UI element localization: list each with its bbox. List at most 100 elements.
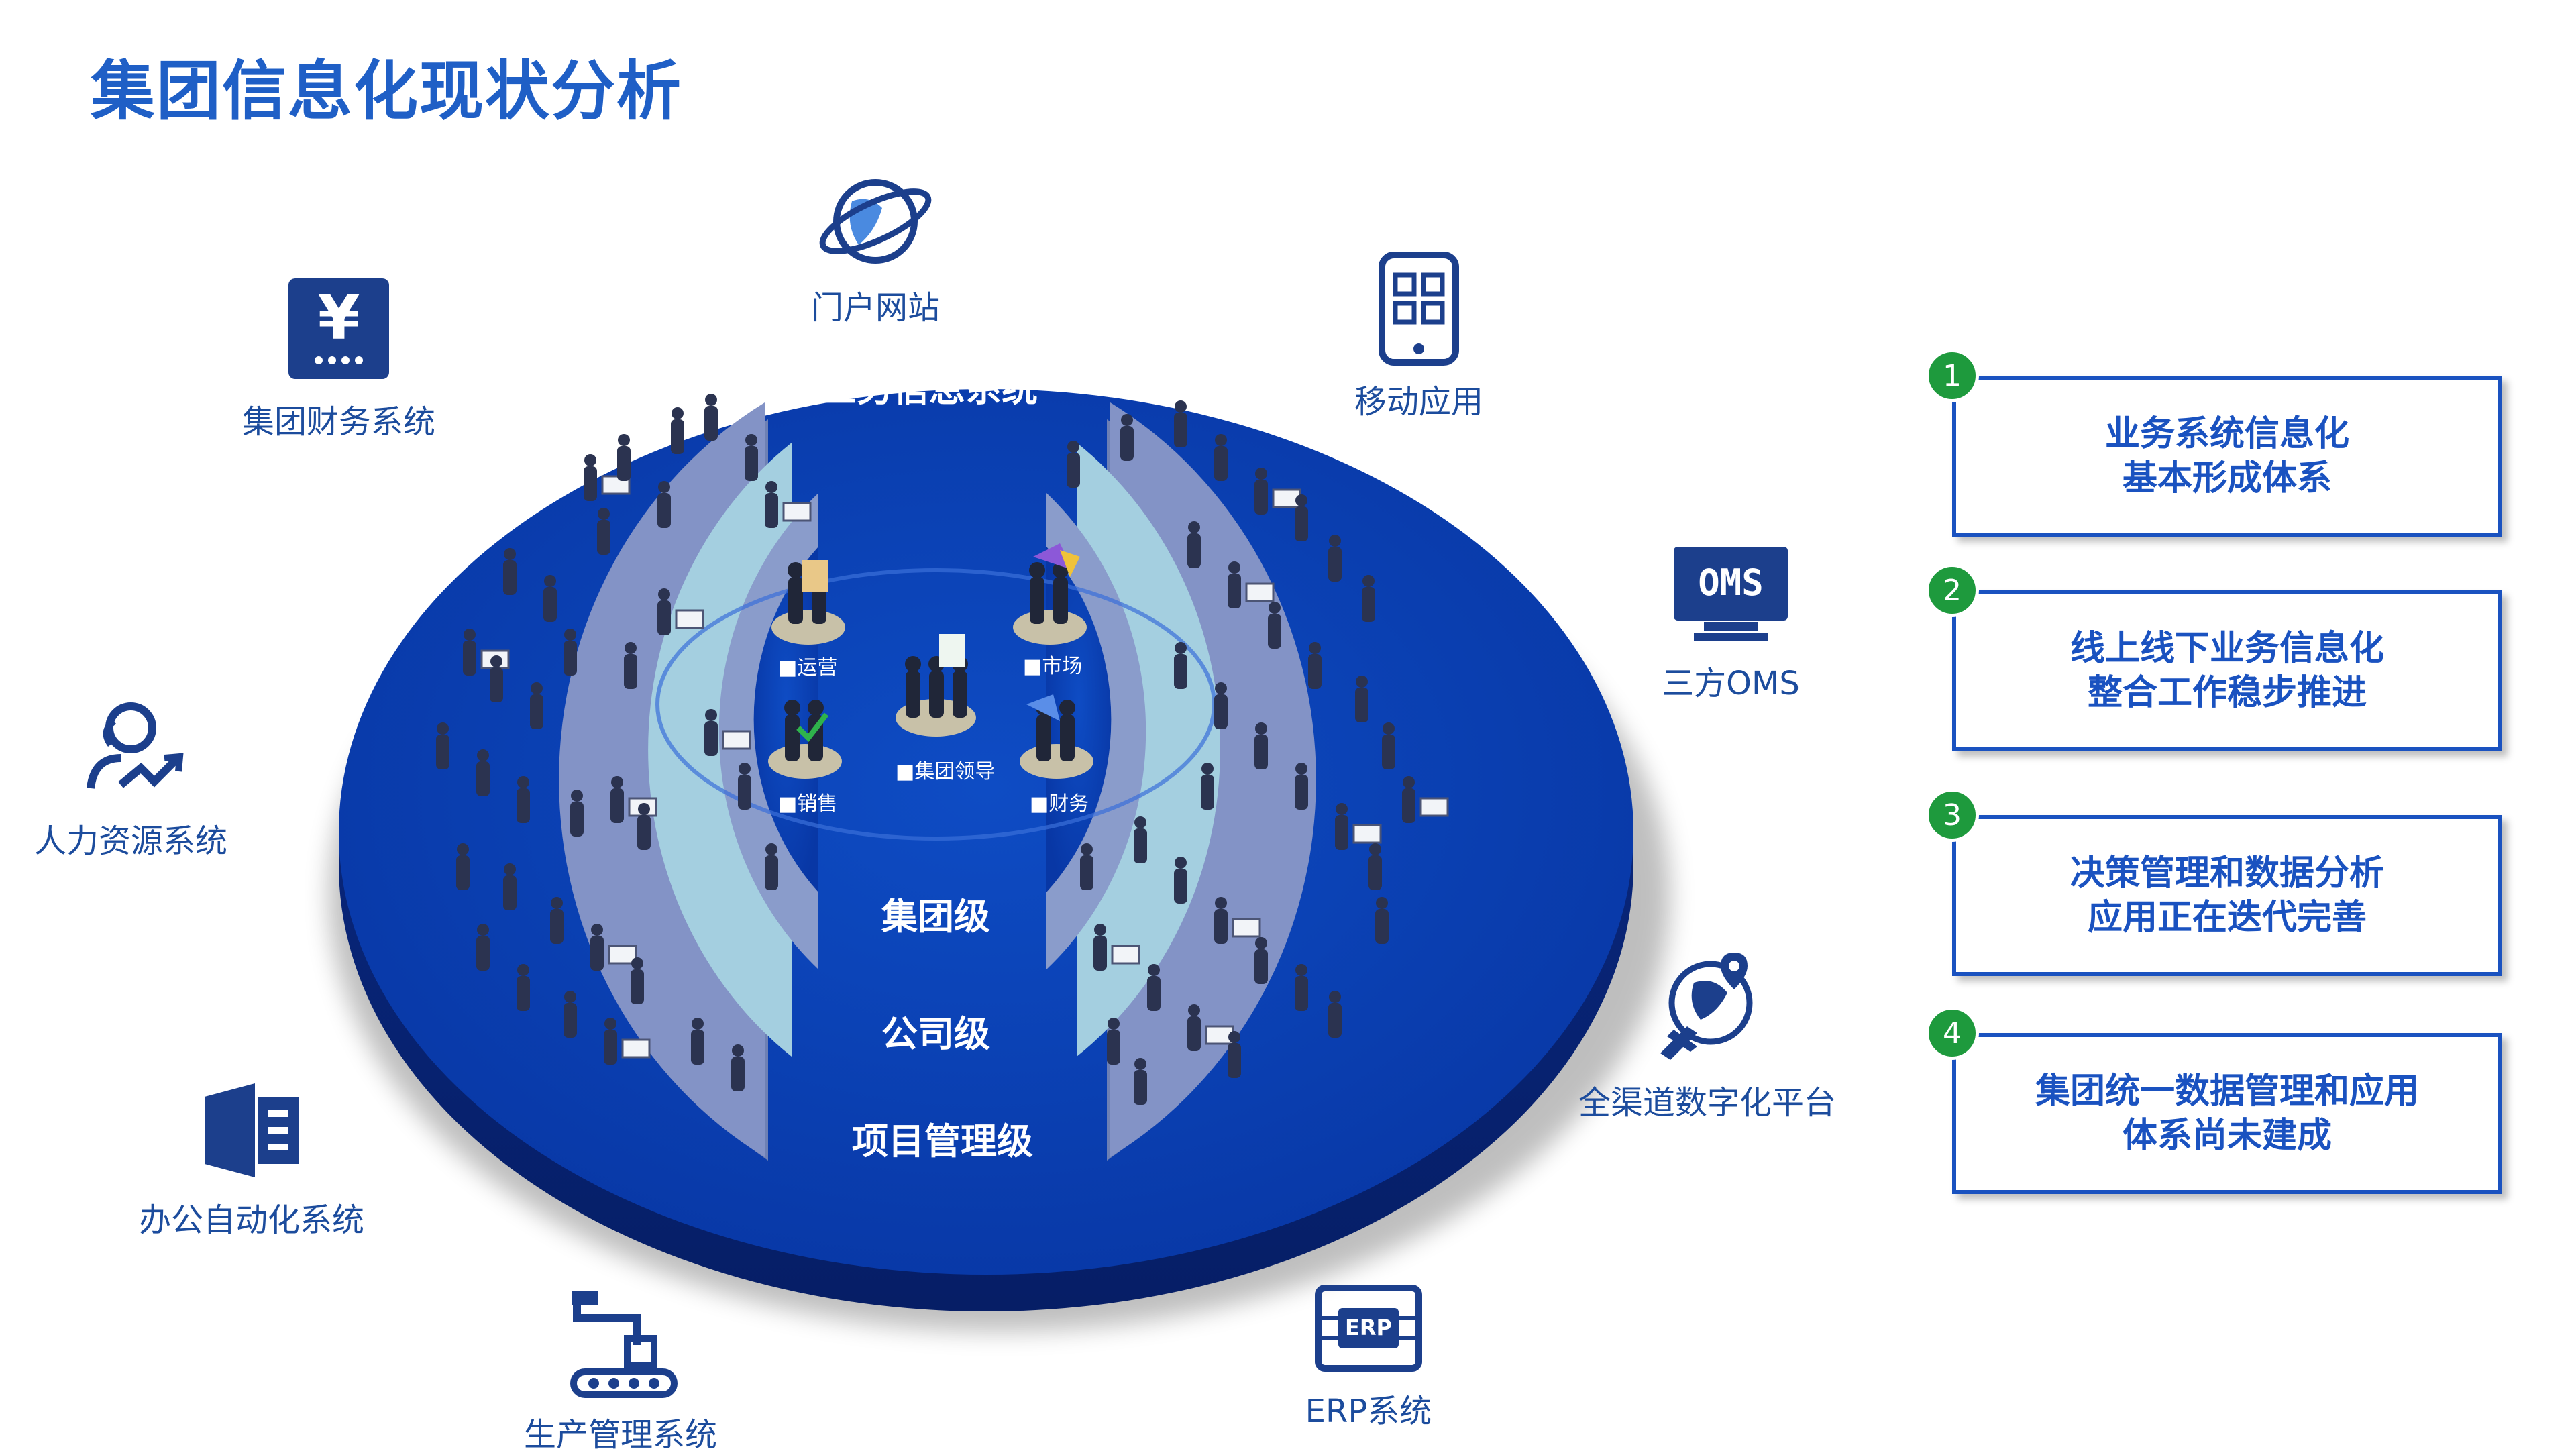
globe-plane-icon <box>1660 953 1753 1060</box>
system-production-label: 生产管理系统 <box>523 1416 717 1454</box>
person-body <box>550 909 564 944</box>
system-hr[interactable]: 人力资源系统 <box>0 691 332 861</box>
system-finance-label: 集团财务系统 <box>241 403 435 441</box>
person-head <box>611 776 623 788</box>
person-body <box>1402 788 1415 823</box>
person-head <box>1295 964 1307 976</box>
center-label: 业务信息系统 <box>820 368 1038 410</box>
person-body <box>1134 1070 1147 1105</box>
system-office[interactable]: 办公自动化系统 <box>50 1077 453 1240</box>
mobile-phone-icon <box>1379 252 1459 366</box>
person-body <box>1368 855 1382 890</box>
point-text: 集团统一数据管理和应用 体系尚未建成 <box>2035 1071 2419 1156</box>
person-head <box>604 1018 616 1030</box>
person-head <box>625 642 637 654</box>
person-body <box>1254 480 1268 515</box>
person-body <box>530 694 543 729</box>
point-number-badge: 1 <box>1925 349 1979 402</box>
person-body <box>1093 936 1107 971</box>
person-body <box>1120 426 1134 461</box>
person-head <box>631 957 643 969</box>
person-head <box>1201 763 1214 775</box>
person-body <box>503 875 517 910</box>
person-body <box>1228 1043 1241 1078</box>
level-group-label: 集团级 <box>881 896 990 938</box>
person-body <box>1328 547 1342 582</box>
person-body <box>1254 949 1268 984</box>
person-body <box>597 520 610 555</box>
person-head <box>551 897 563 909</box>
desk-shape <box>1272 488 1301 508</box>
person-body <box>564 1003 577 1038</box>
person-head <box>1134 816 1146 828</box>
desk-shape <box>1232 918 1261 938</box>
system-mobile[interactable]: 移动应用 <box>1218 252 1620 422</box>
role-market-label: ■市场 <box>1023 655 1082 678</box>
person-body <box>1268 614 1281 649</box>
person-body <box>1328 1003 1342 1038</box>
person-body <box>1295 775 1308 810</box>
person-head <box>732 1044 744 1057</box>
person-head <box>1175 400 1187 413</box>
person-head <box>1376 897 1388 909</box>
person-head <box>1175 642 1187 654</box>
person-body <box>517 788 530 823</box>
desk-shape <box>1352 824 1382 844</box>
person-body <box>1254 735 1268 769</box>
person-body <box>637 815 651 850</box>
person-head <box>1081 843 1093 855</box>
person-body <box>1295 976 1308 1011</box>
person-body <box>704 406 718 441</box>
system-production[interactable]: 生产管理系统 <box>419 1285 822 1455</box>
person-head <box>692 1018 704 1030</box>
desk-shape <box>675 609 704 629</box>
person-body <box>543 587 557 622</box>
person-head <box>1269 602 1281 614</box>
person-body <box>731 1057 745 1091</box>
person-head <box>504 548 516 560</box>
system-erp-label: ERP系统 <box>1305 1393 1432 1430</box>
level-company-label: 公司级 <box>881 1013 990 1055</box>
person-body <box>617 446 631 481</box>
person-body <box>1214 694 1228 729</box>
role-figures <box>784 543 1080 761</box>
monitor-oms-icon: OMS <box>1674 547 1788 641</box>
system-portal[interactable]: 门户网站 <box>674 171 1077 328</box>
role-finance-label: ■财务 <box>1030 792 1089 816</box>
person-head <box>745 434 757 446</box>
system-erp[interactable]: ERP ERP系统 <box>1167 1281 1570 1432</box>
person-head <box>571 790 583 802</box>
system-oms[interactable]: OMS 三方OMS <box>1529 540 1932 704</box>
system-digital[interactable]: 全渠道数字化平台 <box>1506 946 1909 1123</box>
person-body <box>604 1030 617 1065</box>
robot-arm-icon <box>570 1291 678 1398</box>
system-finance[interactable]: ¥ 集团财务系统 <box>138 272 540 442</box>
office-icon <box>205 1083 299 1177</box>
person-body <box>1174 413 1187 447</box>
oms-icon-text: OMS <box>1698 561 1764 604</box>
person-body <box>765 855 778 890</box>
point-text: 线上线下业务信息化 整合工作稳步推进 <box>2070 629 2384 713</box>
person-body <box>1382 735 1395 769</box>
person-head <box>1134 1058 1146 1070</box>
person-head <box>1215 682 1227 694</box>
person-body <box>436 735 449 769</box>
person-head <box>584 454 596 466</box>
person-body <box>765 493 778 528</box>
desk-shape <box>722 730 751 750</box>
page-title: 集团信息化现状分析 <box>91 54 682 129</box>
person-body <box>624 654 637 689</box>
person-head <box>1188 521 1200 533</box>
desk-shape <box>1419 797 1449 817</box>
system-digital-label: 全渠道数字化平台 <box>1578 1084 1836 1122</box>
person-head <box>739 763 751 775</box>
person-body <box>1308 654 1322 689</box>
system-portal-label: 门户网站 <box>810 289 940 327</box>
status-point-4: 4 集团统一数据管理和应用 体系尚未建成 <box>1925 1006 2502 1194</box>
person-head <box>1228 561 1240 574</box>
person-head <box>564 991 576 1003</box>
person-body <box>691 1030 704 1065</box>
status-point-2: 2 线上线下业务信息化 整合工作稳步推进 <box>1925 563 2502 751</box>
person-body <box>503 560 517 595</box>
role-ops-label: ■运营 <box>778 656 837 680</box>
